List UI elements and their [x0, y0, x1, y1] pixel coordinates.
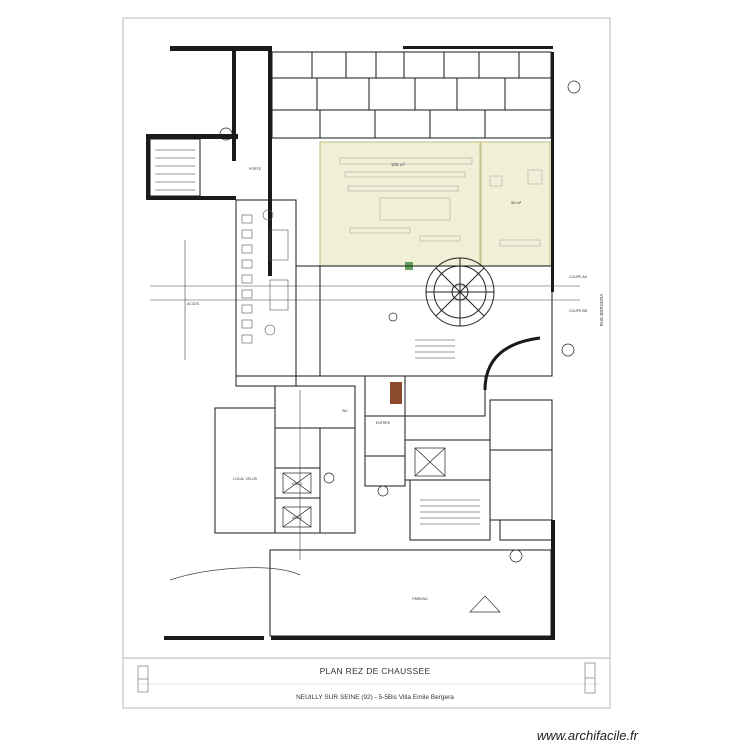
elevator-shafts — [282, 447, 446, 528]
sheet-address: NEUILLY SUR SEINE (92) - 5-5Bis Villa Em… — [296, 694, 454, 701]
left-title-stamp — [137, 665, 149, 693]
ramp-triangle — [469, 595, 501, 613]
room-label-porte: PORTE — [249, 167, 262, 171]
overlay-area-side — [480, 141, 551, 267]
stair-treads — [155, 149, 480, 525]
room-labels: PORTE ACCES LOCAL VELOS ENTREE WC ASC 1 … — [187, 167, 588, 601]
watermark-text: www.archifacile.fr — [536, 728, 638, 743]
room-label-asc2: ASC 2 — [292, 516, 302, 520]
room-label-parking: PARKING — [412, 597, 428, 601]
room-label-coupe-bb: COUPE BB — [569, 309, 588, 313]
overlay-area-large — [319, 141, 481, 267]
brown-block — [390, 382, 402, 404]
room-label-acces: ACCES — [187, 302, 200, 306]
furniture-overlay — [339, 157, 543, 247]
curved-wall — [483, 336, 541, 391]
furniture-left — [241, 209, 289, 344]
walls-thick — [146, 46, 555, 640]
overlay-area-large-label: 100 m² — [391, 162, 406, 167]
room-label-entree: ENTREE — [376, 421, 391, 425]
spiral-staircase — [425, 257, 495, 327]
section-lines — [150, 240, 580, 560]
walls-thin — [149, 51, 553, 637]
sheet-title: PLAN REZ DE CHAUSSEE — [319, 666, 431, 676]
street-label: RUE BERGERA — [599, 294, 604, 327]
room-label-asc1: ASC 1 — [292, 482, 302, 486]
symbol-circles — [219, 80, 581, 563]
overlay-area-side-label: 32 m² — [511, 200, 522, 205]
sheet-border — [122, 17, 611, 709]
room-label-coupe-aa: COUPE AA — [569, 275, 588, 279]
room-label-wc: WC — [342, 409, 348, 413]
site-boundary-curve — [169, 567, 301, 581]
north-stamp — [584, 662, 596, 694]
room-label-velos: LOCAL VELOS — [233, 477, 258, 481]
